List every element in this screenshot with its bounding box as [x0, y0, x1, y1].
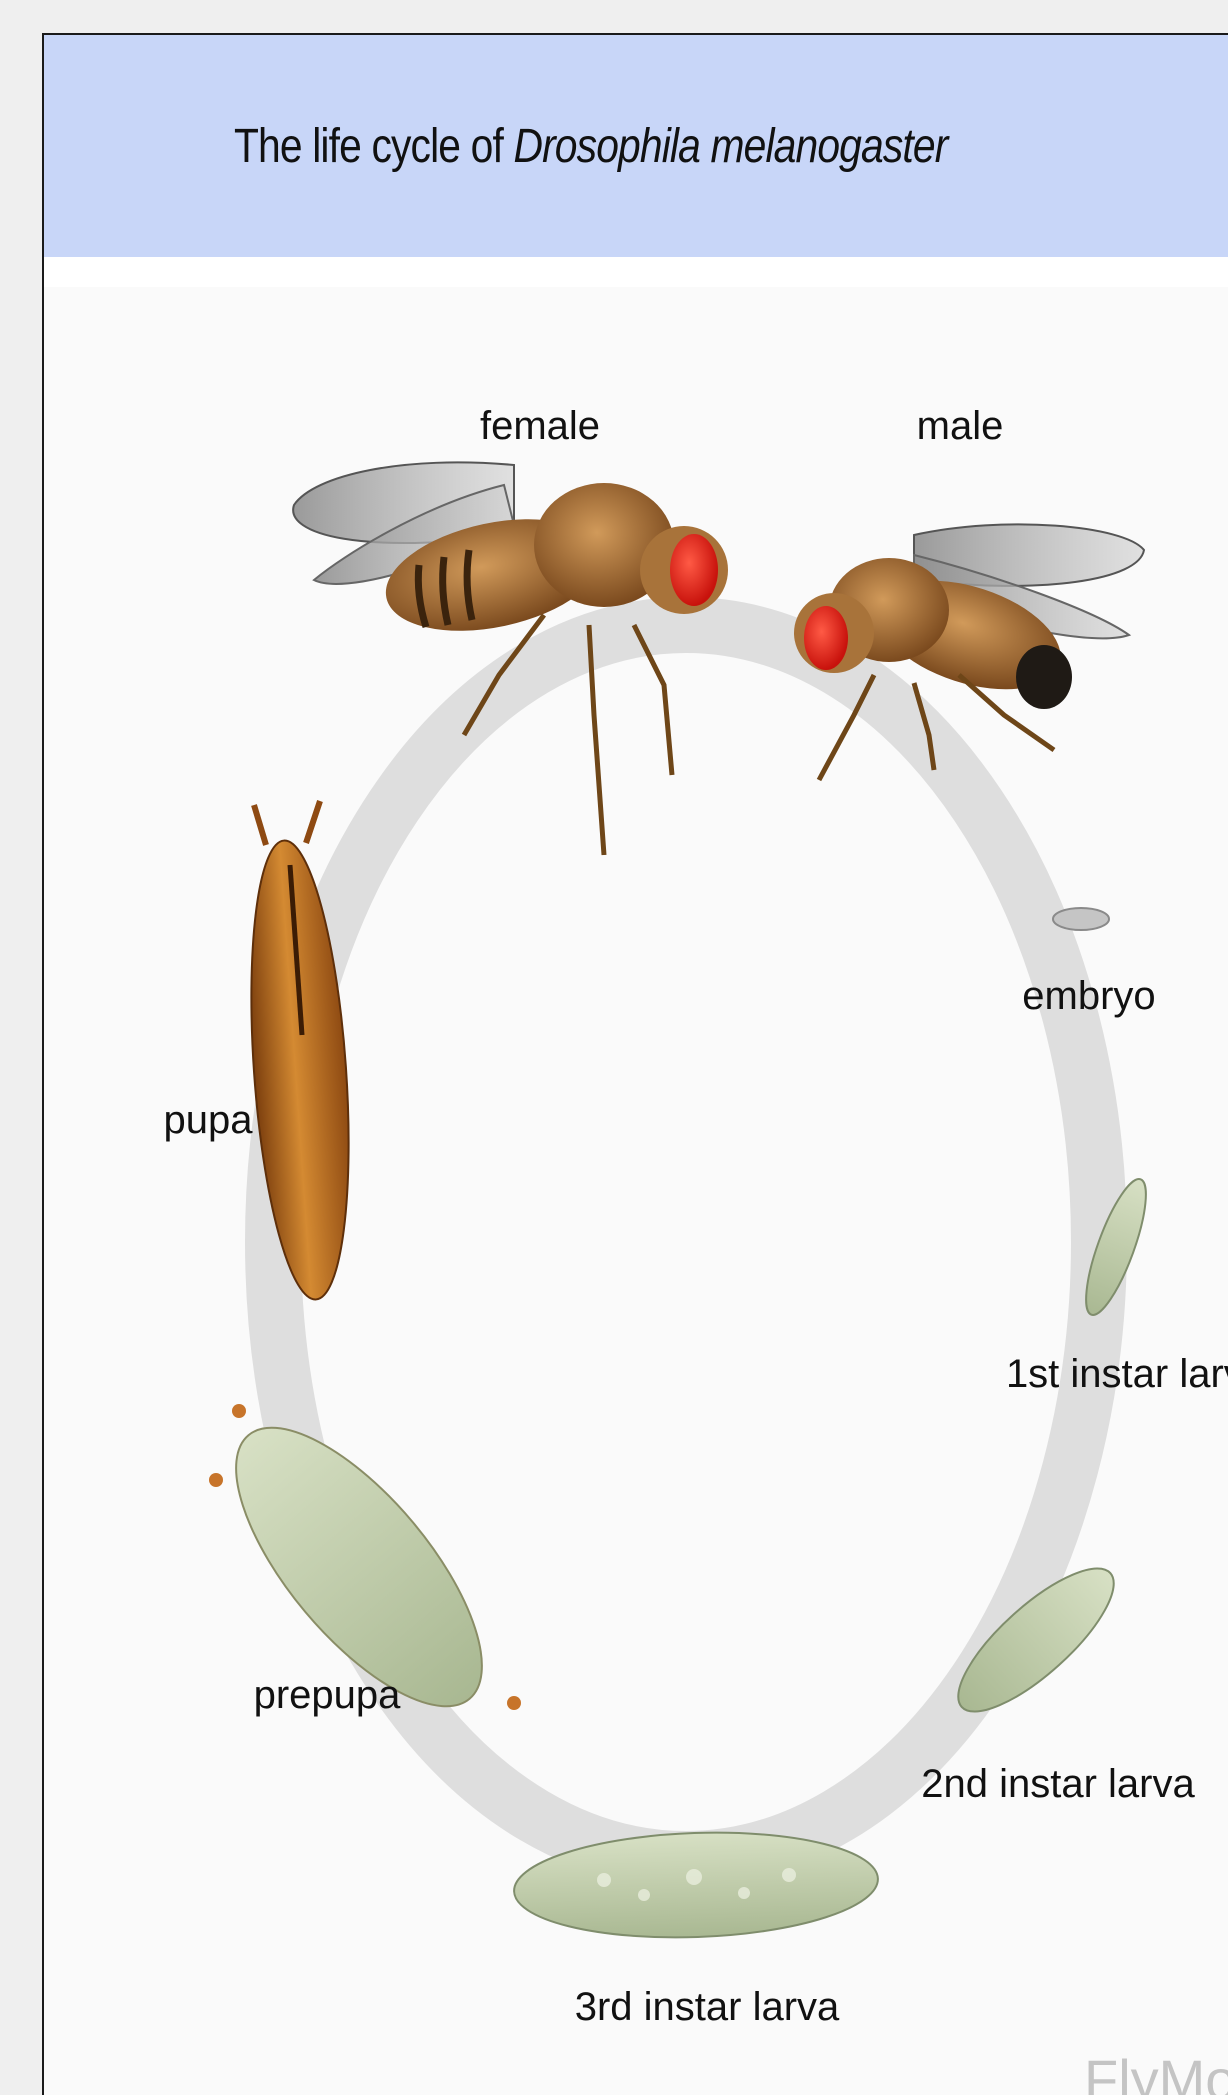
life-cycle-diagram: female male embryo 1st instar larva 2nd …	[44, 35, 1228, 2095]
label-prepupa: prepupa	[254, 1673, 402, 1717]
label-third-instar-larva: 3rd instar larva	[575, 1985, 840, 2029]
figure-frame: The life cycle of Drosophila melanogaste…	[42, 33, 1228, 2095]
label-male: male	[917, 404, 1004, 448]
male-fly-illustration	[794, 524, 1144, 780]
label-embryo: embryo	[1022, 974, 1155, 1018]
label-female: female	[480, 404, 600, 448]
label-pupa: pupa	[164, 1098, 254, 1142]
female-fly-illustration	[293, 462, 728, 855]
label-first-instar-larva: 1st instar larva	[1006, 1352, 1228, 1396]
flymov-watermark: FlyMov	[1084, 2047, 1228, 2095]
embryo-illustration	[1053, 908, 1109, 930]
label-second-instar-larva: 2nd instar larva	[921, 1762, 1195, 1806]
